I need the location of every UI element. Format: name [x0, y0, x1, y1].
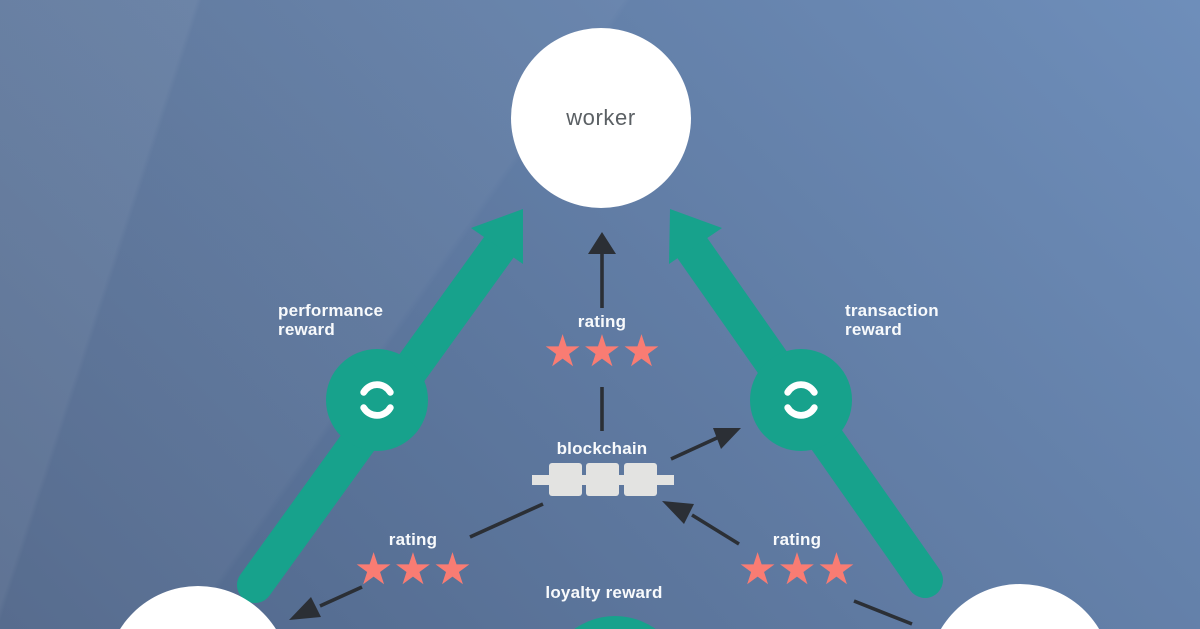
blockchain-label: blockchain — [556, 439, 648, 458]
arrow-right-node-to-blockchain — [662, 501, 913, 626]
chain-block — [586, 463, 619, 496]
sync-icon — [360, 381, 394, 419]
star-icons: ★★★ — [737, 544, 857, 595]
chain-block — [549, 463, 582, 496]
star-icons: ★★★ — [542, 326, 662, 377]
performance-reward-label: performance reward — [278, 301, 384, 339]
worker-node: worker — [511, 28, 691, 208]
rating-label-left: rating — [388, 530, 438, 549]
star-icons: ★★★ — [353, 544, 473, 595]
rating-label-right: rating — [772, 530, 822, 549]
blockchain-icon — [532, 463, 674, 497]
transaction-reward-node — [750, 349, 852, 451]
arrow-blockchain-to-left-node — [289, 502, 544, 620]
rating-label-center: rating — [577, 312, 627, 331]
transaction-reward-label: transaction reward — [845, 301, 939, 339]
chain-block — [624, 463, 657, 496]
arrow-blockchain-to-transaction-node — [670, 428, 741, 461]
performance-reward-node — [326, 349, 428, 451]
worker-label: worker — [566, 105, 636, 130]
arrow-blockchain-to-worker — [588, 232, 616, 431]
loyalty-reward-label: loyalty reward — [545, 583, 663, 602]
sync-icon — [784, 381, 818, 419]
